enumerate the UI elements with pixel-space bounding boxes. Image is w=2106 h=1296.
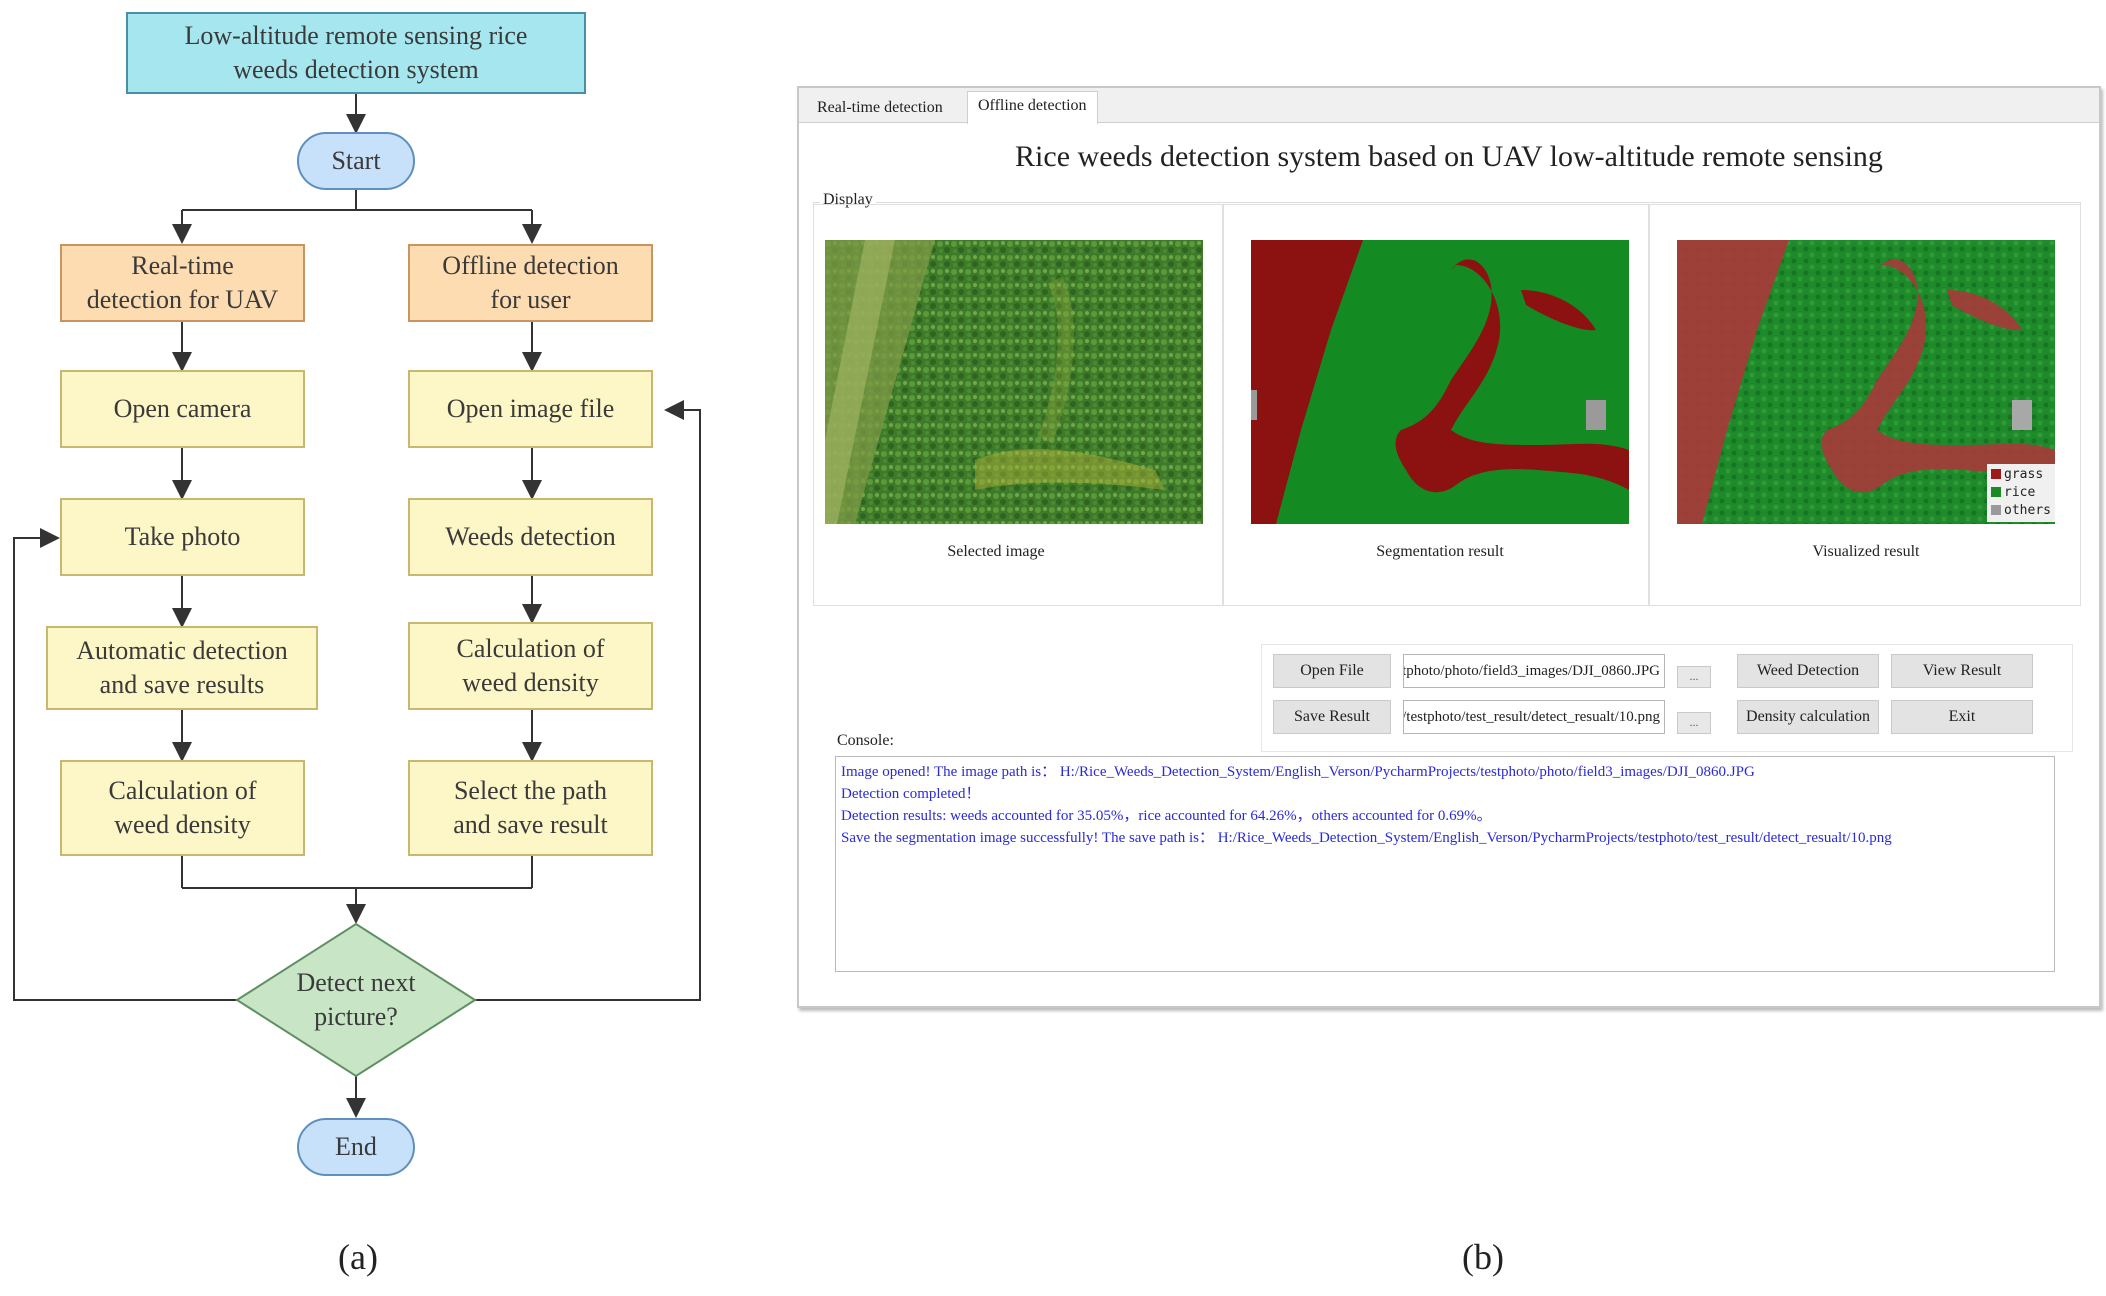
legend-item-rice: rice	[1991, 484, 2051, 502]
save-result-step: Select the path and save result	[408, 760, 653, 856]
decision-label: Detect next picture?	[296, 968, 416, 1031]
open-file-button[interactable]: Open File	[1273, 654, 1391, 688]
console-line: Detection completed！	[841, 786, 981, 802]
console-output[interactable]: Image opened! The image path is： H:/Rice…	[835, 756, 2055, 972]
visualized-cell	[1649, 204, 2081, 606]
caption-a: (a)	[338, 1237, 378, 1277]
selected-image-caption: Selected image	[947, 543, 1045, 560]
tab-bar: Real-time detection Offline detection	[799, 88, 2099, 124]
segmentation-image	[1251, 240, 1629, 524]
browse-open-button[interactable]: ...	[1677, 666, 1711, 688]
visualized-image: grass rice others	[1677, 240, 2055, 524]
save-path-field[interactable]: H:/Rice_Weeds_Detection_System/English_V…	[1403, 700, 1665, 734]
save-result-button[interactable]: Save Result	[1273, 700, 1391, 734]
take-photo-step: Take photo	[60, 498, 305, 576]
overlay-legend: grass rice others	[1987, 464, 2055, 522]
legend-label-grass: grass	[2004, 467, 2044, 482]
open-image-file-step: Open image file	[408, 370, 653, 448]
legend-swatch-grass	[1991, 469, 2002, 479]
field-photo	[825, 240, 1203, 524]
offline-branch-header: Offline detection for user	[408, 244, 653, 322]
controls-panel	[1261, 644, 2073, 752]
system-title-box: Low-altitude remote sensing rice weeds d…	[126, 12, 586, 94]
console-line: Detection results: weeds accounted for 3…	[841, 808, 1492, 824]
density-calculation-button[interactable]: Density calculation	[1737, 700, 1879, 734]
flowchart-panel: Low-altitude remote sensing rice weeds d…	[0, 0, 760, 1296]
end-terminal: End	[297, 1118, 415, 1176]
console-line: Save the segmentation image successfully…	[841, 830, 1892, 846]
auto-detection-step: Automatic detection and save results	[46, 626, 318, 710]
open-camera-step: Open camera	[60, 370, 305, 448]
flowchart-connectors	[13, 94, 701, 1118]
selected-image	[825, 240, 1203, 524]
console-label: Console:	[837, 732, 894, 749]
browse-save-button[interactable]: ...	[1677, 712, 1711, 734]
visualized-image-caption: Visualized result	[1812, 543, 1920, 560]
legend-item-others: others	[1991, 502, 2051, 520]
tab-realtime-detection[interactable]: Real-time detection	[817, 99, 943, 116]
tab-offline-detection[interactable]: Offline detection	[967, 91, 1098, 124]
segmentation-map	[1251, 240, 1629, 524]
legend-label-others: others	[2004, 503, 2051, 518]
segmentation-cell	[1223, 204, 1649, 606]
overlay-map	[1677, 240, 2055, 524]
open-path-field[interactable]: H:/Rice_Weeds_Detection_System/English_V…	[1403, 654, 1665, 688]
realtime-branch-header: Real-time detection for UAV	[60, 244, 305, 322]
app-title: Rice weeds detection system based on UAV…	[1015, 140, 1883, 173]
legend-label-rice: rice	[2004, 485, 2036, 500]
caption-b: (b)	[1462, 1237, 1504, 1277]
legend-swatch-others	[1991, 505, 2002, 515]
legend-item-grass: grass	[1991, 466, 2051, 484]
left-density-step: Calculation of weed density	[60, 760, 305, 856]
exit-button[interactable]: Exit	[1891, 700, 2033, 734]
legend-swatch-rice	[1991, 487, 2002, 497]
weed-detection-button[interactable]: Weed Detection	[1737, 654, 1879, 688]
app-window: Real-time detection Offline detection Ri…	[797, 86, 2101, 1008]
selected-image-cell	[813, 204, 1223, 606]
console-line: Image opened! The image path is： H:/Rice…	[841, 764, 1755, 780]
start-terminal: Start	[297, 132, 415, 190]
weeds-detection-step: Weeds detection	[408, 498, 653, 576]
right-density-step: Calculation of weed density	[408, 622, 653, 710]
segmentation-image-caption: Segmentation result	[1376, 543, 1504, 560]
view-result-button[interactable]: View Result	[1891, 654, 2033, 688]
decision-diamond	[235, 922, 477, 1078]
